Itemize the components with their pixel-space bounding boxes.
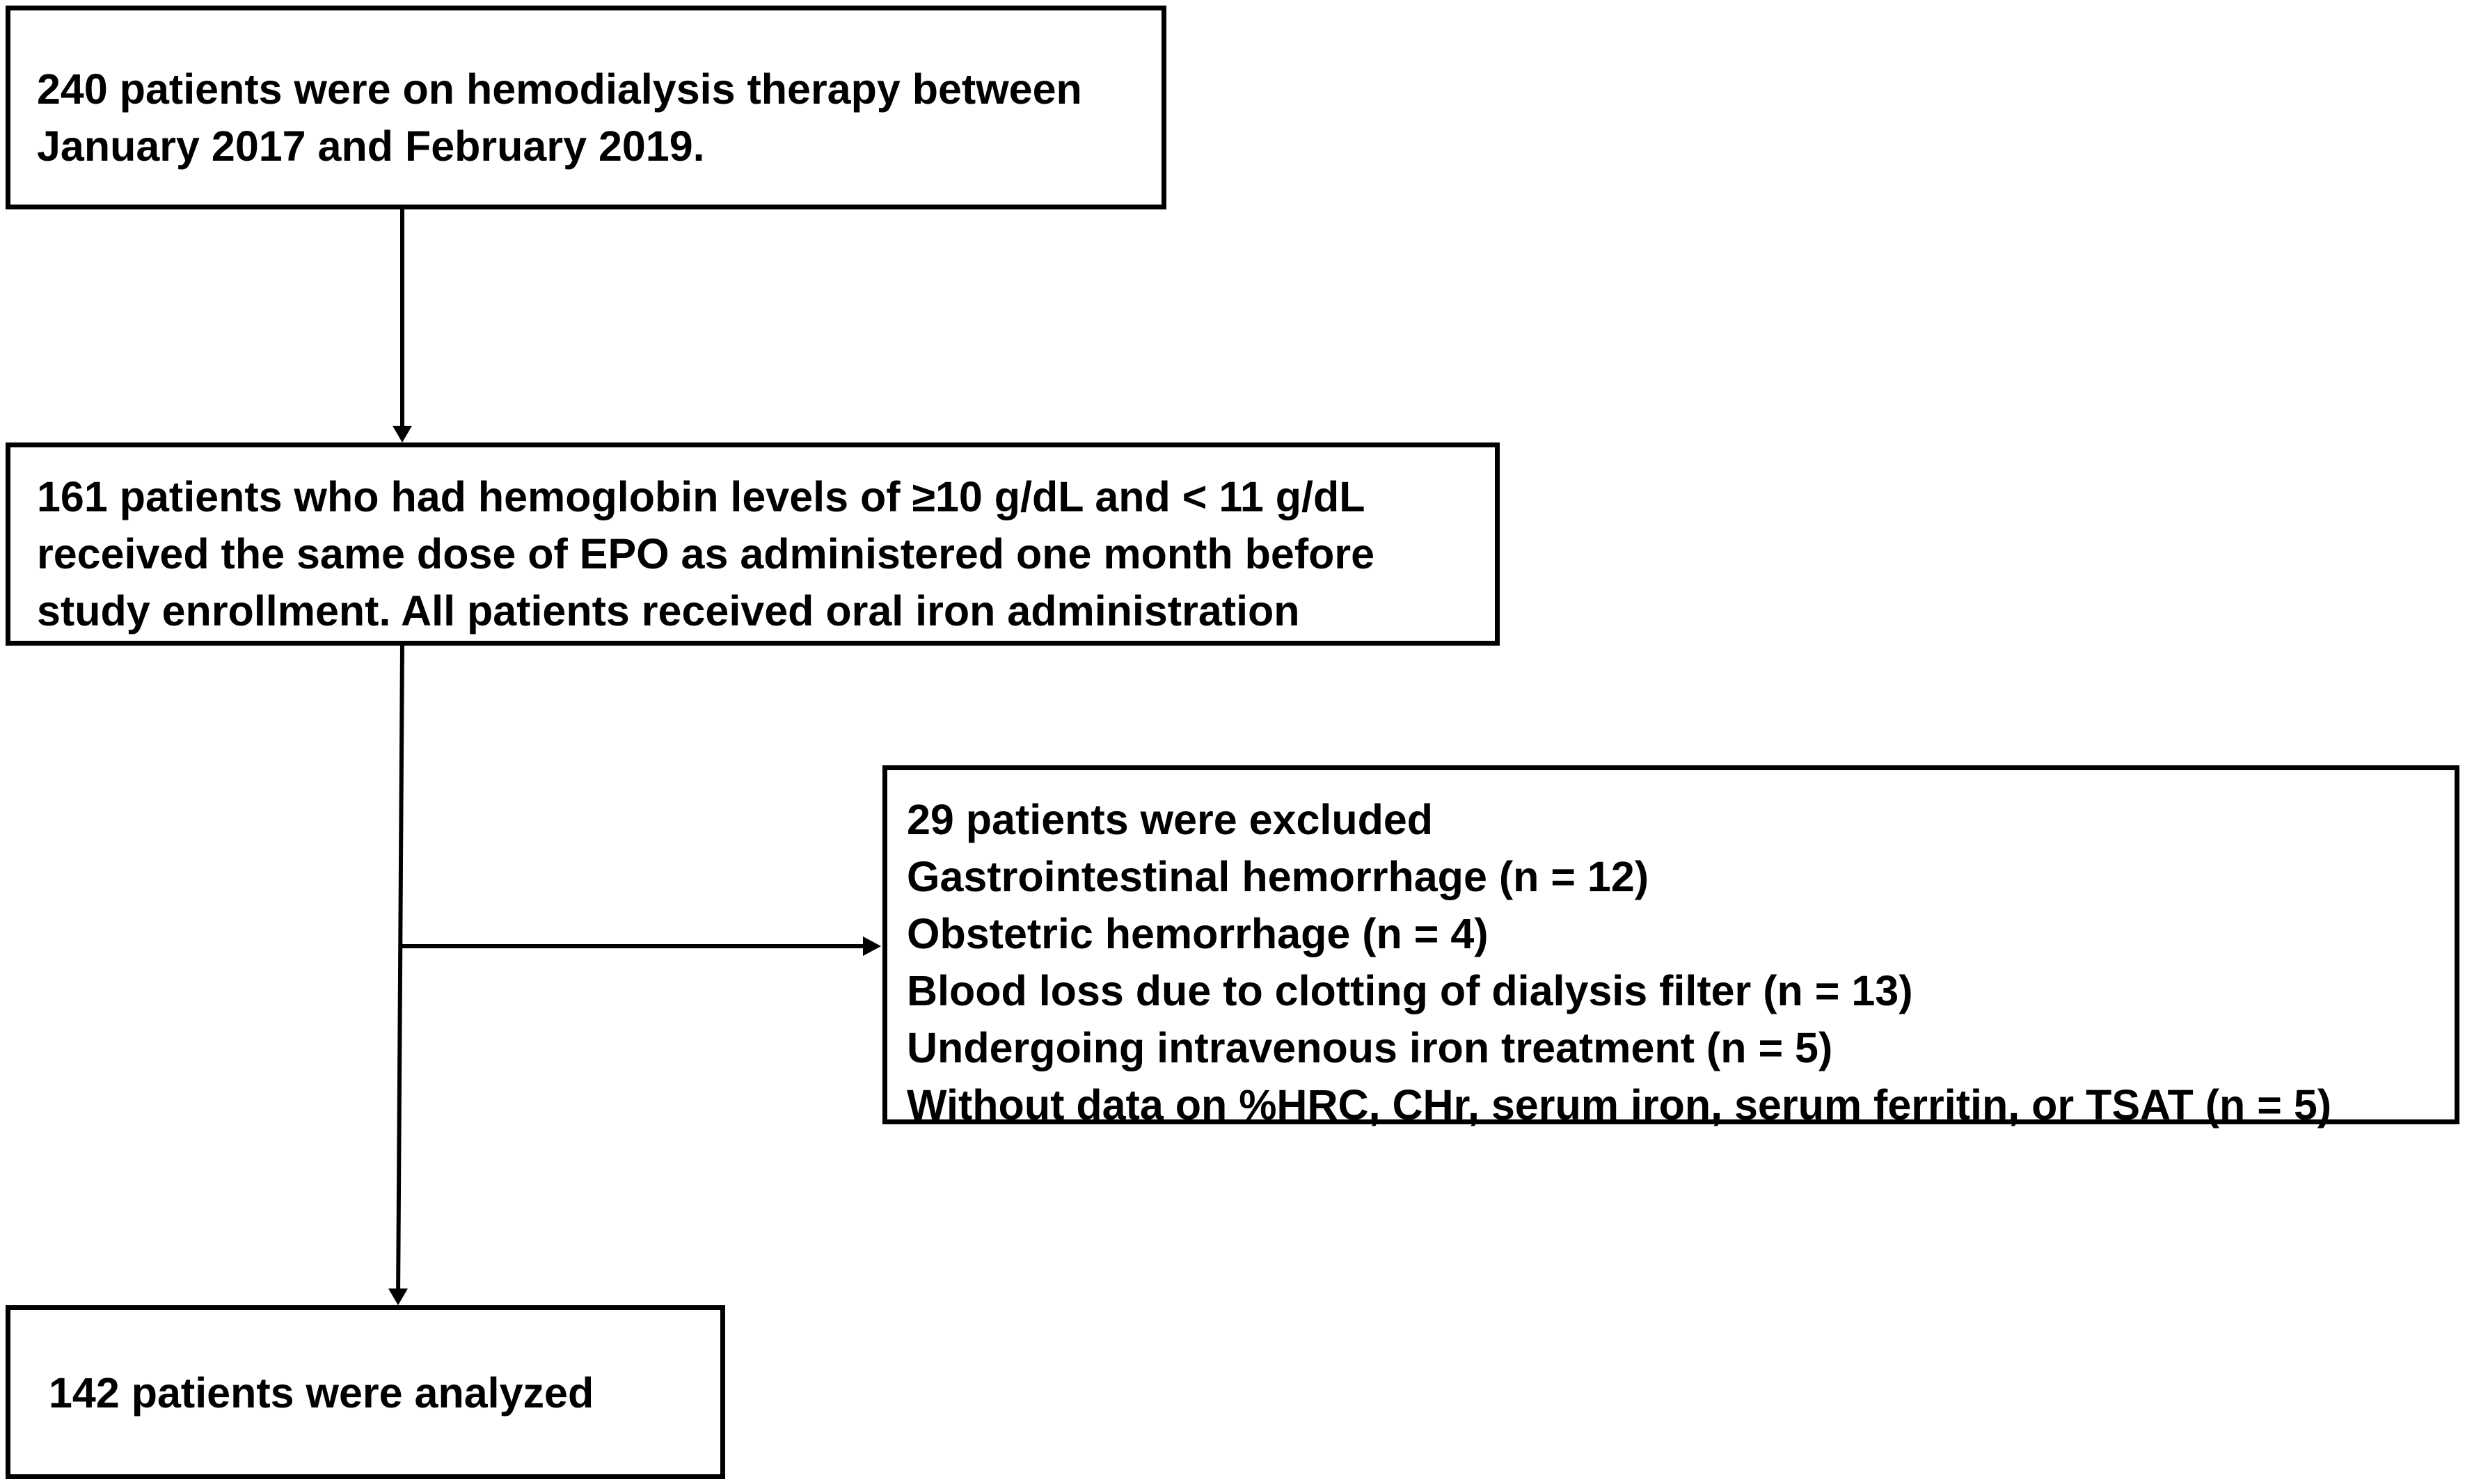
excluded-reason: Undergoing intravenous iron treatment (n… bbox=[907, 1024, 1833, 1071]
excluded-reason: Without data on %HRC, CHr, serum iron, s… bbox=[907, 1081, 2332, 1128]
eligible-text-line: received the same dose of EPO as adminis… bbox=[37, 530, 1375, 577]
enrolled-text-line: January 2017 and February 2019. bbox=[37, 122, 705, 170]
arrowhead-eligible bbox=[393, 426, 412, 442]
eligible-text-line: 161 patients who had hemoglobin levels o… bbox=[37, 473, 1365, 520]
enrolled-text-line: 240 patients were on hemodialysis therap… bbox=[37, 65, 1082, 113]
arrowhead-excluded bbox=[863, 936, 881, 956]
analyzed-box: 142 patients were analyzed bbox=[6, 1305, 725, 1479]
eligible-box: 161 patients who had hemoglobin levels o… bbox=[6, 442, 1500, 646]
excluded-title: 29 patients were excluded bbox=[907, 796, 1434, 843]
analyzed-text-line: 142 patients were analyzed bbox=[49, 1369, 594, 1417]
excluded-reason: Obstetric hemorrhage (n = 4) bbox=[907, 910, 1489, 957]
arrowhead-analyzed bbox=[388, 1288, 408, 1305]
arrow-eligible-to-analyzed bbox=[396, 645, 404, 1302]
excluded-reason: Blood loss due to clotting of dialysis f… bbox=[907, 967, 1913, 1014]
enrolled-box: 240 patients were on hemodialysis therap… bbox=[6, 6, 1166, 209]
excluded-reason: Gastrointestinal hemorrhage (n = 12) bbox=[907, 853, 1649, 900]
eligible-text-line: study enrollment. All patients received … bbox=[37, 587, 1300, 635]
excluded-box: 29 patients were excluded Gastrointestin… bbox=[882, 765, 2459, 1128]
